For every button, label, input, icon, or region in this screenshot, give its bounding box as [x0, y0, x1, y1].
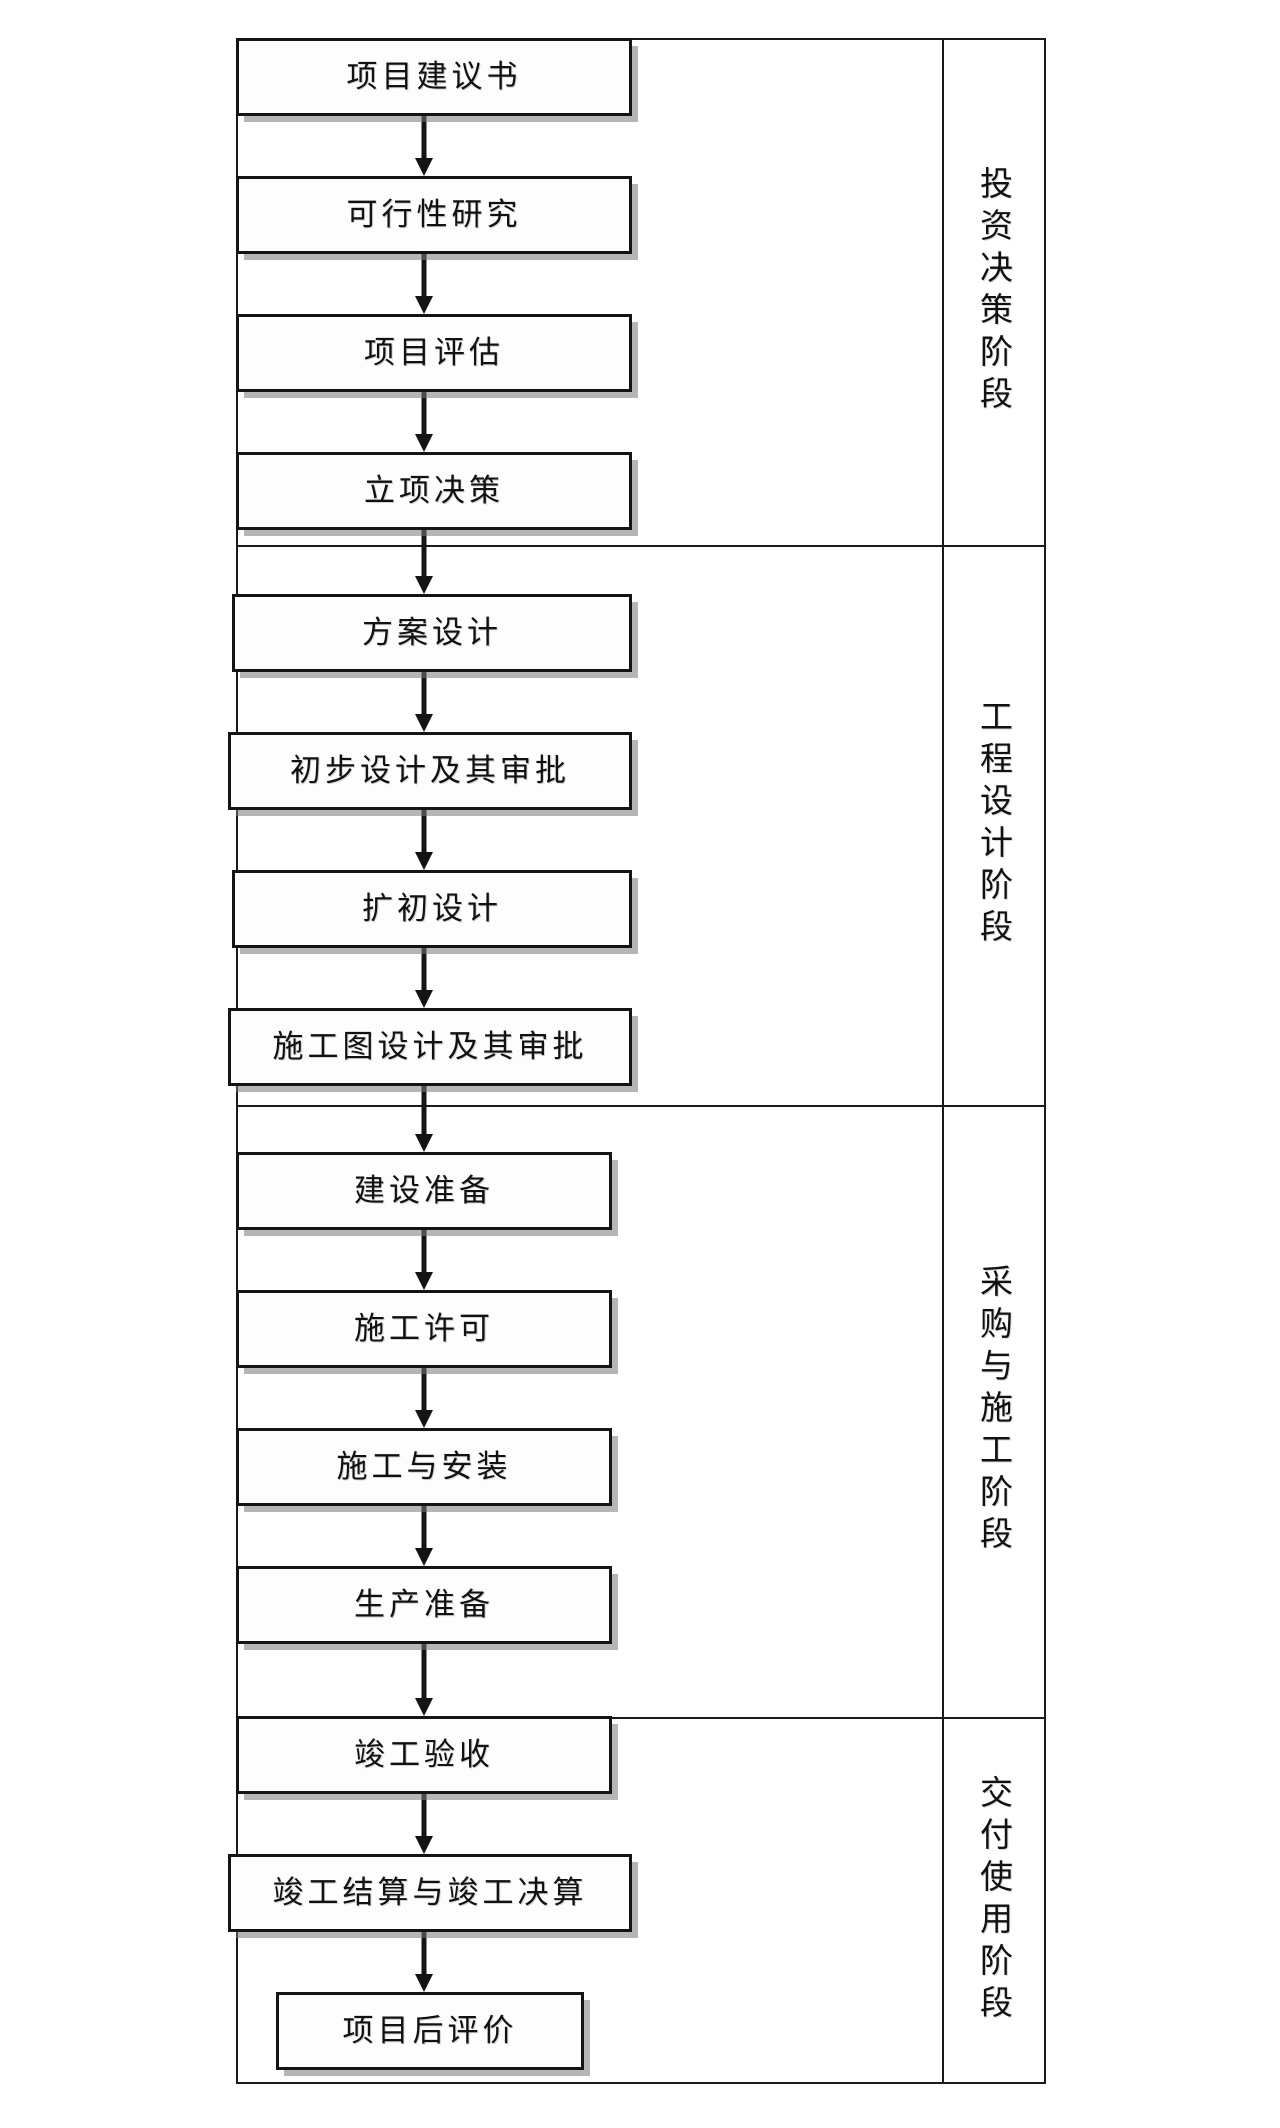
arrow-n5-to-n6 — [413, 672, 435, 732]
process-box-label: 施工图设计及其审批 — [272, 1028, 588, 1065]
arrow-n12-to-n13 — [413, 1644, 435, 1716]
arrow-n8-to-n9 — [413, 1086, 435, 1152]
process-box-label: 项目后评价 — [342, 2012, 518, 2049]
process-box-label: 可行性研究 — [346, 196, 522, 233]
process-box-n12[interactable]: 生产准备 — [236, 1566, 612, 1644]
phase-label-text: 采购与施工阶段 — [974, 1264, 1014, 1558]
arrow-n7-to-n8 — [413, 948, 435, 1008]
arrow-n9-to-n10 — [413, 1230, 435, 1290]
arrow-n1-to-n2 — [413, 116, 435, 176]
process-box-n5[interactable]: 方案设计 — [232, 594, 632, 672]
process-box-n3[interactable]: 项目评估 — [236, 314, 632, 392]
process-box-n1[interactable]: 项目建议书 — [236, 38, 632, 116]
process-box-label: 施工许可 — [354, 1310, 494, 1347]
process-box-label: 项目评估 — [364, 334, 504, 371]
arrow-n2-to-n3 — [413, 254, 435, 314]
phase-divider-2 — [236, 1105, 1046, 1107]
process-box-label: 竣工验收 — [354, 1736, 494, 1773]
process-box-label: 生产准备 — [354, 1586, 494, 1623]
process-box-n15[interactable]: 项目后评价 — [276, 1992, 584, 2070]
process-box-label: 初步设计及其审批 — [290, 752, 570, 789]
phase-label-text: 工程设计阶段 — [974, 699, 1014, 951]
phase-cell-p2: 工程设计阶段 — [944, 545, 1044, 1105]
arrow-n6-to-n7 — [413, 810, 435, 870]
process-box-n7[interactable]: 扩初设计 — [232, 870, 632, 948]
process-box-label: 施工与安装 — [336, 1448, 512, 1485]
phase-divider-1 — [236, 545, 1046, 547]
phase-label-text: 投资决策阶段 — [974, 165, 1014, 418]
phase-label-text: 交付使用阶段 — [974, 1774, 1014, 2027]
arrow-n13-to-n14 — [413, 1794, 435, 1854]
process-box-n8[interactable]: 施工图设计及其审批 — [228, 1008, 632, 1086]
process-box-label: 项目建议书 — [346, 58, 522, 95]
phase-cell-p3: 采购与施工阶段 — [944, 1105, 1044, 1717]
process-box-n13[interactable]: 竣工验收 — [236, 1716, 612, 1794]
phase-cell-p4: 交付使用阶段 — [944, 1717, 1044, 2084]
arrow-n3-to-n4 — [413, 392, 435, 452]
arrow-n10-to-n11 — [413, 1368, 435, 1428]
phase-cell-p1: 投资决策阶段 — [944, 38, 1044, 545]
process-box-label: 方案设计 — [362, 614, 502, 651]
process-box-n11[interactable]: 施工与安装 — [236, 1428, 612, 1506]
phase-divider-3 — [236, 1717, 1046, 1719]
process-box-n9[interactable]: 建设准备 — [236, 1152, 612, 1230]
process-box-n10[interactable]: 施工许可 — [236, 1290, 612, 1368]
arrow-n14-to-n15 — [413, 1932, 435, 1992]
arrow-n4-to-n5 — [413, 530, 435, 594]
arrow-n11-to-n12 — [413, 1506, 435, 1566]
process-box-label: 立项决策 — [364, 472, 504, 509]
process-box-n6[interactable]: 初步设计及其审批 — [228, 732, 632, 810]
process-box-label: 建设准备 — [354, 1172, 494, 1209]
process-box-label: 扩初设计 — [362, 890, 502, 927]
phase-column-rule — [942, 38, 944, 2084]
process-box-label: 竣工结算与竣工决算 — [272, 1874, 588, 1911]
process-box-n14[interactable]: 竣工结算与竣工决算 — [228, 1854, 632, 1932]
process-box-n2[interactable]: 可行性研究 — [236, 176, 632, 254]
process-box-n4[interactable]: 立项决策 — [236, 452, 632, 530]
